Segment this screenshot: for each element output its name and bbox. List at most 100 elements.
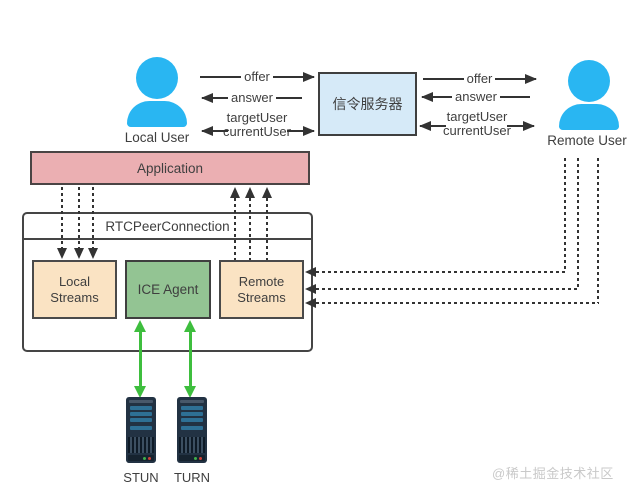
dashed-line-to-remote-streams-3 xyxy=(316,302,599,304)
red-led-icon xyxy=(199,456,202,460)
local-streams-line2: Streams xyxy=(50,289,99,305)
server-slot xyxy=(130,406,152,410)
stun-server-icon xyxy=(126,397,156,463)
arrow-line xyxy=(202,130,228,132)
target-user-arrow-left-segment xyxy=(201,125,228,137)
rtc-peer-connection-header: RTCPeerConnection xyxy=(24,214,311,240)
rtc-peer-connection-label: RTCPeerConnection xyxy=(105,218,230,234)
arrow-line xyxy=(287,130,314,132)
dashed-line-to-remote-streams-1 xyxy=(316,271,566,273)
ice-turn-arrow xyxy=(189,331,192,387)
arrow-line xyxy=(202,97,302,99)
remote-streams-line2: Streams xyxy=(237,289,286,305)
green-arrowhead-up-icon xyxy=(184,320,196,332)
arrowhead-down-icon xyxy=(88,248,98,259)
server-top-strip xyxy=(180,400,204,403)
local-user-icon xyxy=(127,57,187,127)
answer-arrow-left: answer xyxy=(201,90,302,105)
server-slot xyxy=(181,418,203,422)
arrowhead-left-icon xyxy=(305,298,316,308)
target-current-user-labels-right: targetUser currentUser xyxy=(427,110,527,137)
green-led-icon xyxy=(194,456,197,460)
arrowhead-right-icon xyxy=(525,74,537,84)
server-grille xyxy=(179,437,205,453)
red-led-icon xyxy=(148,456,151,460)
server-slot xyxy=(130,412,152,416)
current-user-label: currentUser xyxy=(443,122,511,138)
local-streams-box: Local Streams xyxy=(32,260,117,319)
arrowhead-up-icon xyxy=(245,187,255,198)
dashed-arrow-remote-to-app xyxy=(266,198,268,260)
dashed-arrow-app-to-local xyxy=(92,187,94,248)
server-top-strip xyxy=(129,400,153,403)
watermark: @稀土掘金技术社区 xyxy=(492,466,614,481)
ice-agent-box: ICE Agent xyxy=(125,260,211,319)
offer-arrow-right: offer xyxy=(423,71,537,86)
arrowhead-left-icon xyxy=(305,284,316,294)
server-bottom-strip xyxy=(128,455,154,461)
arrowhead-left-icon xyxy=(419,121,431,131)
signaling-server-label: 信令服务器 xyxy=(332,96,403,112)
arrowhead-left-icon xyxy=(421,92,433,102)
remote-streams-line1: Remote xyxy=(238,273,285,289)
user-head-icon xyxy=(568,60,610,102)
ice-agent-label: ICE Agent xyxy=(137,282,199,297)
server-grille xyxy=(128,437,154,453)
dashed-arrow-remote-to-app xyxy=(234,198,236,260)
arrowhead-right-icon xyxy=(303,72,315,82)
target-user-arrow-right-segment xyxy=(507,120,535,132)
arrowhead-left-icon xyxy=(305,267,316,277)
green-led-icon xyxy=(143,456,146,460)
server-slot xyxy=(181,406,203,410)
user-torso-icon xyxy=(127,101,187,127)
turn-label: TURN xyxy=(173,470,211,485)
remote-user-icon xyxy=(559,60,619,130)
server-slot xyxy=(181,412,203,416)
arrowhead-left-icon xyxy=(201,126,213,136)
turn-server-icon xyxy=(177,397,207,463)
dashed-arrow-app-to-local xyxy=(61,187,63,248)
arrowhead-right-icon xyxy=(523,121,535,131)
signaling-server-box: 信令服务器 xyxy=(318,72,417,136)
server-slot xyxy=(130,426,152,430)
server-slot xyxy=(130,418,152,422)
local-streams-line1: Local xyxy=(58,273,91,289)
target-user-label: targetUser xyxy=(226,110,288,125)
arrowhead-down-icon xyxy=(74,248,84,259)
arrowhead-up-icon xyxy=(230,187,240,198)
green-arrowhead-down-icon xyxy=(184,386,196,398)
arrowhead-right-icon xyxy=(303,126,315,136)
local-streams-label: Local Streams xyxy=(50,274,98,306)
server-bottom-strip xyxy=(179,455,205,461)
server-slot xyxy=(181,426,203,430)
application-box: Application xyxy=(30,151,310,185)
arrowhead-left-icon xyxy=(201,93,213,103)
dashed-line-remote-user-1 xyxy=(564,158,566,272)
target-user-arrow-right-segment xyxy=(287,125,315,137)
dashed-arrow-remote-to-app xyxy=(249,198,251,260)
arrow-line xyxy=(423,78,536,80)
target-user-arrow-left-segment xyxy=(419,120,446,132)
answer-arrow-right: answer xyxy=(421,89,530,104)
dashed-line-remote-user-2 xyxy=(577,158,579,289)
arrowhead-up-icon xyxy=(262,187,272,198)
dashed-line-remote-user-3 xyxy=(597,158,599,303)
local-user-label: Local User xyxy=(124,130,190,145)
green-arrowhead-up-icon xyxy=(134,320,146,332)
arrow-line xyxy=(420,125,446,127)
target-user-label: targetUser xyxy=(446,109,508,124)
arrow-line xyxy=(200,76,314,78)
dashed-line-to-remote-streams-2 xyxy=(316,288,579,290)
dashed-arrow-app-to-local xyxy=(78,187,80,248)
green-arrowhead-down-icon xyxy=(134,386,146,398)
current-user-label: currentUser xyxy=(223,123,291,139)
application-label: Application xyxy=(136,160,204,176)
remote-streams-box: Remote Streams xyxy=(219,260,304,319)
arrowhead-down-icon xyxy=(57,248,67,259)
arrow-line xyxy=(507,125,534,127)
user-torso-icon xyxy=(559,104,619,130)
ice-stun-arrow xyxy=(139,331,142,387)
remote-user-label: Remote User xyxy=(547,133,627,148)
remote-streams-label: Remote Streams xyxy=(237,274,285,306)
